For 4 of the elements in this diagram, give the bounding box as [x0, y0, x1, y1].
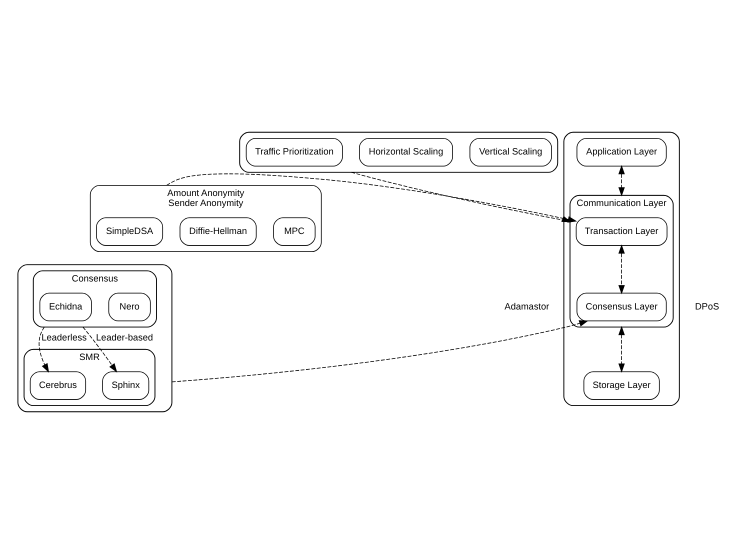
- edge-label: Leader-based: [96, 332, 154, 342]
- label: Adamastor: [504, 300, 550, 311]
- edge-label: Leaderless: [42, 332, 87, 342]
- label: DPoS: [695, 300, 720, 311]
